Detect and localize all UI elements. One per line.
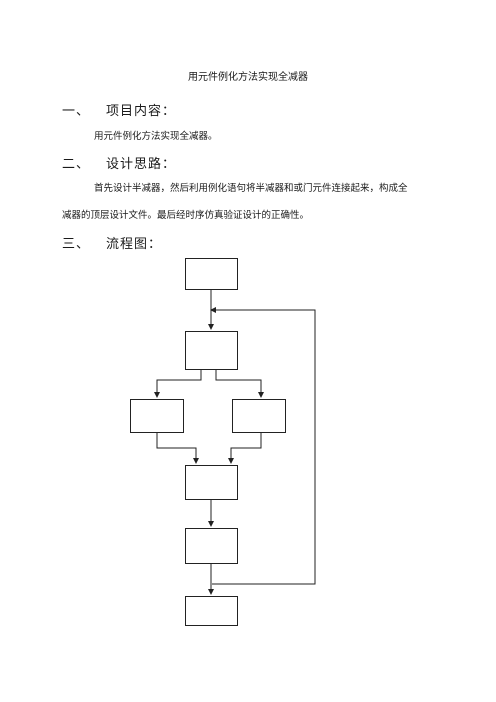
section-1-title: 项目内容：: [106, 104, 177, 119]
section-2-heading: 二、设计思路：: [62, 153, 176, 172]
section-3-heading: 三、流程图：: [62, 233, 162, 252]
document-title: 用元件例化方法实现全减器: [188, 72, 308, 83]
section-1-paragraph: 用元件例化方法实现全减器。: [94, 131, 218, 142]
section-3-number: 三、: [62, 237, 91, 252]
arrow-b2-to-left: [154, 370, 202, 398]
section-1-heading: 一、项目内容：: [62, 100, 176, 119]
arrow-right-to-b4: [228, 433, 262, 464]
arrow-b2-to-right: [215, 370, 264, 398]
section-2-paragraph-line-2: 减器的顶层设计文件。最后经时序仿真验证设计的正确性。: [62, 210, 310, 221]
flowchart-box-left: [130, 399, 184, 433]
section-2-paragraph-line-1: 首先设计半减器，然后利用例化语句将半减器和或门元件连接起来，构成全: [94, 183, 408, 194]
section-3-title: 流程图：: [106, 237, 163, 252]
section-1-number: 一、: [62, 104, 91, 119]
flowchart-box-end: [185, 596, 238, 626]
section-2-number: 二、: [62, 157, 91, 172]
flowchart-box-start: [185, 258, 238, 290]
flowchart-box-4: [185, 465, 238, 500]
arrow-left-to-b4: [156, 433, 199, 464]
loop-back-line: [210, 307, 316, 585]
section-2-title: 设计思路：: [106, 157, 177, 172]
flowchart-box-2: [185, 331, 238, 370]
flowchart-box-right: [232, 399, 286, 433]
flowchart-box-5: [185, 528, 238, 564]
